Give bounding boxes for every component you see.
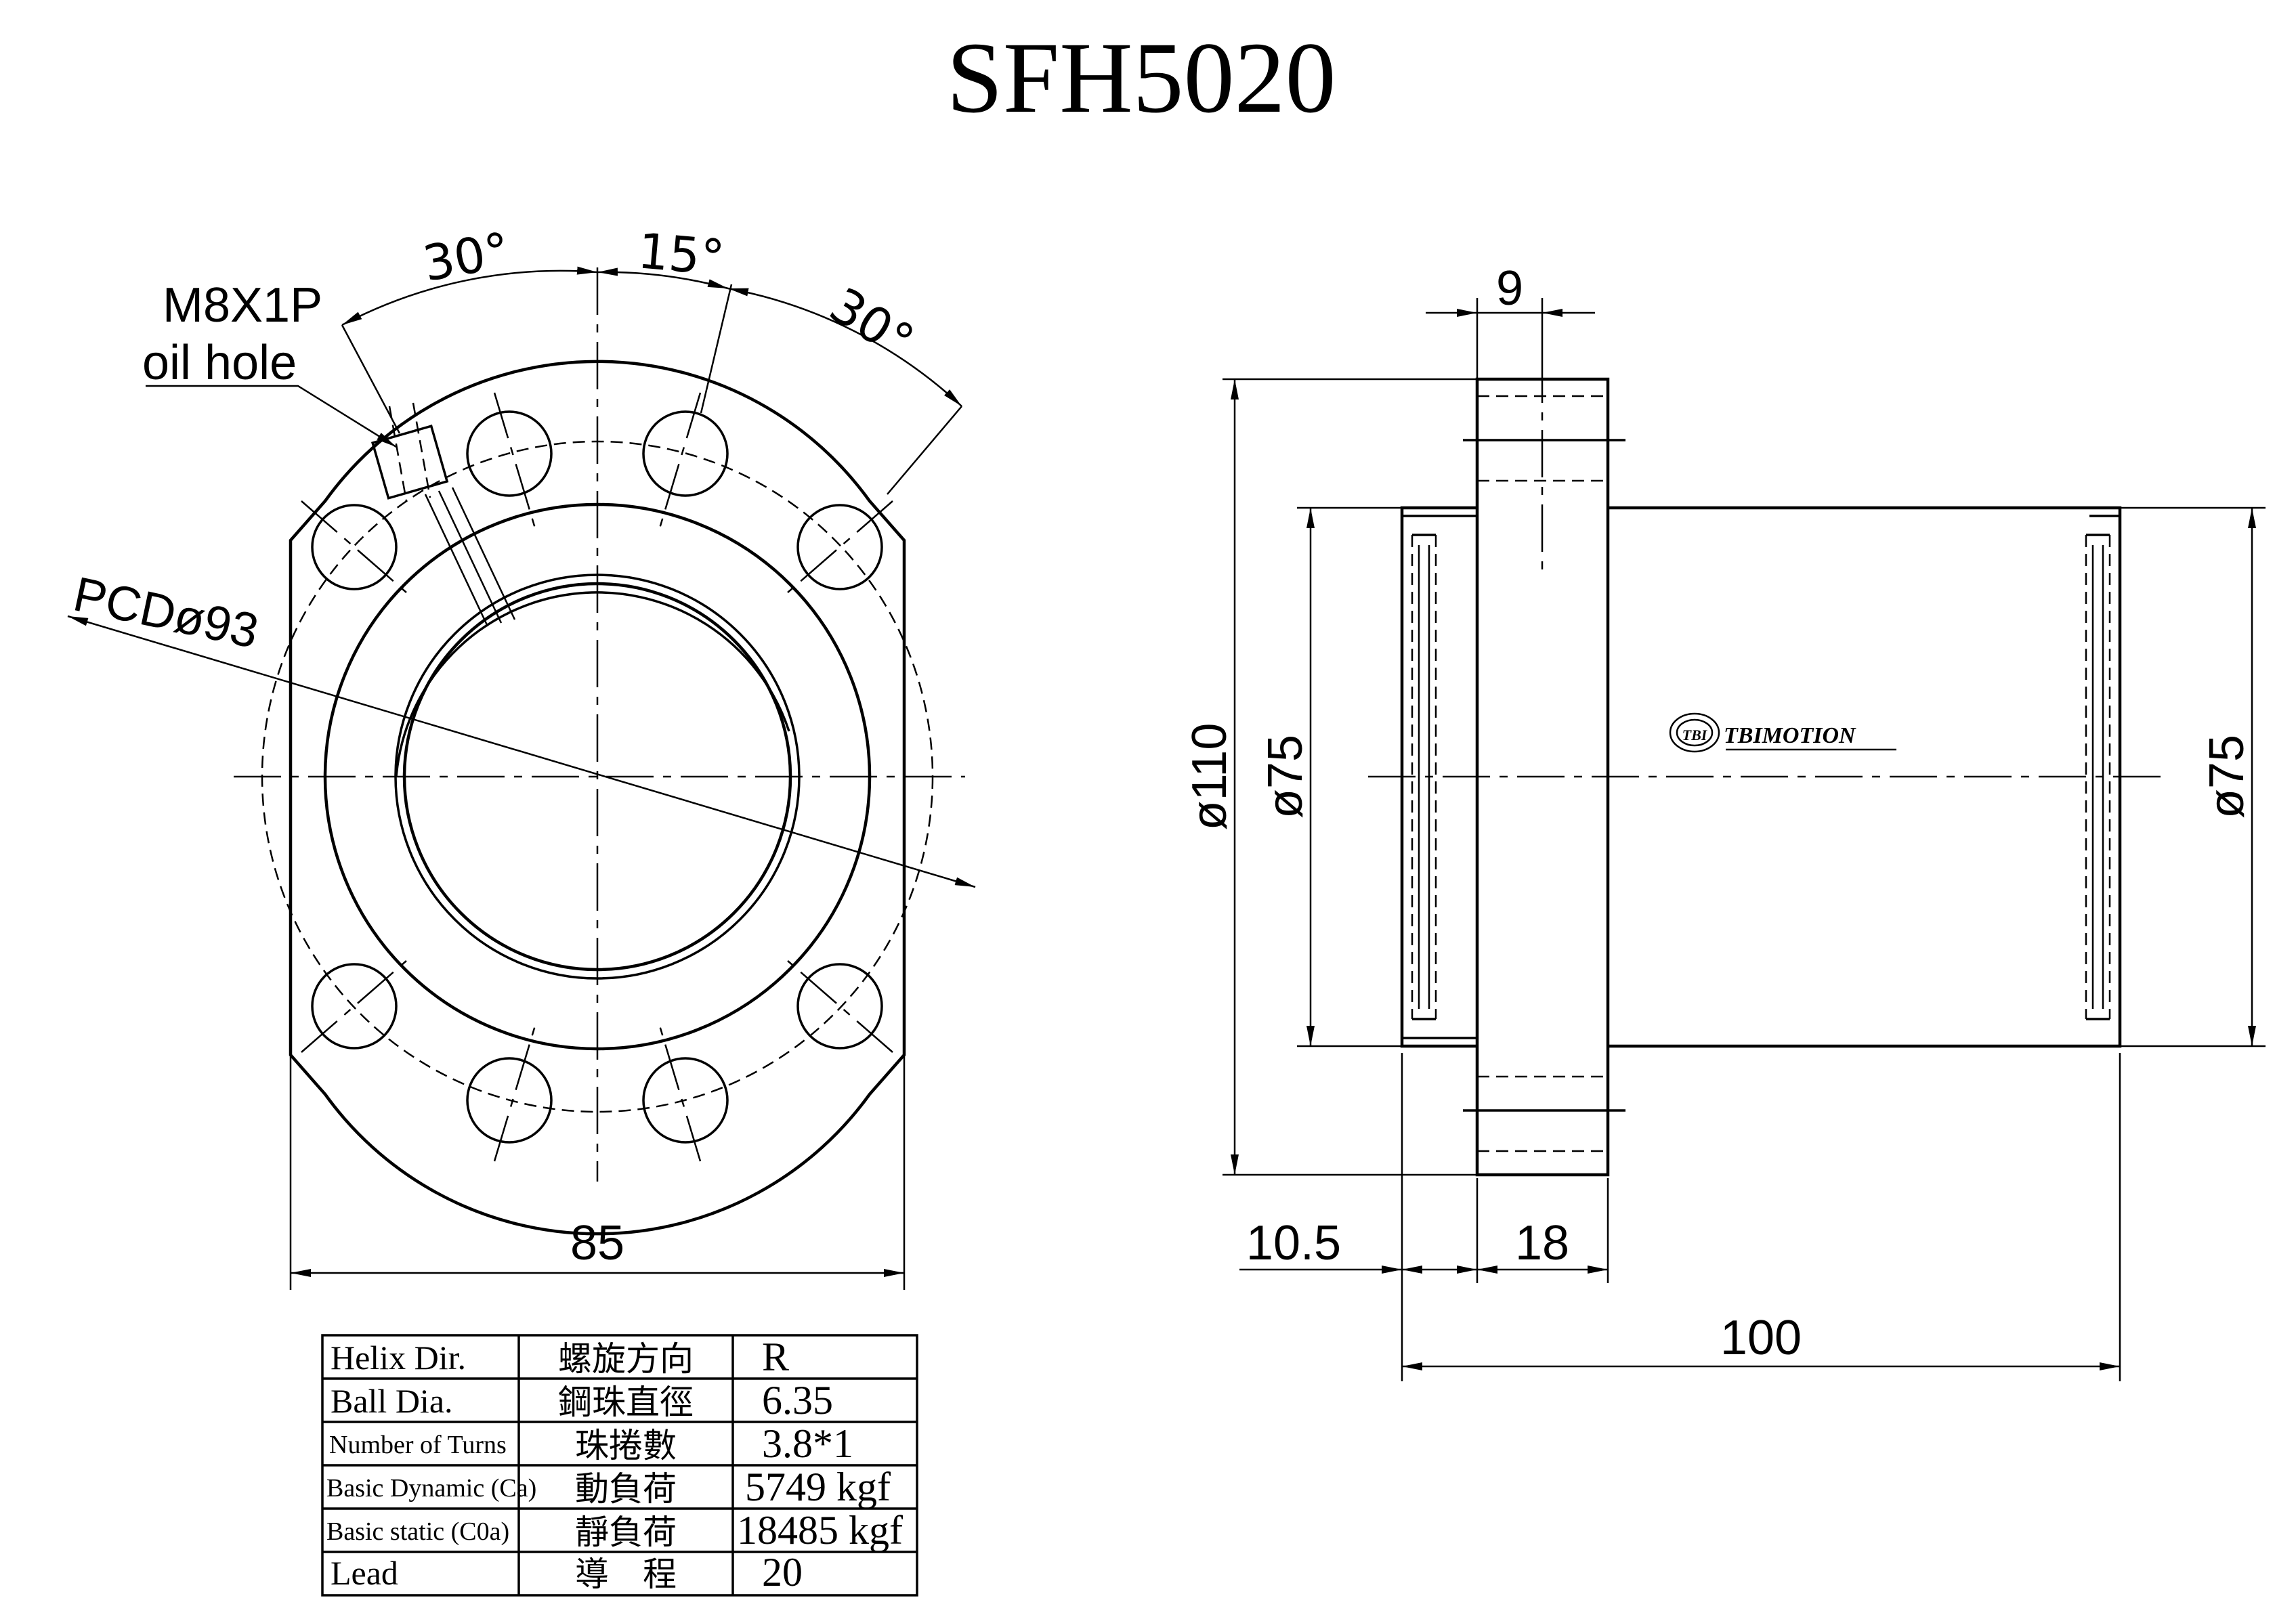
- table-row-zh: 導 程: [575, 1555, 677, 1593]
- table-row-value: 3.8*1: [762, 1421, 853, 1466]
- recess-arc: [395, 591, 790, 777]
- bolt-hole: [466, 1057, 553, 1144]
- angle-label-right: 30°: [820, 276, 924, 370]
- oil-hole-leader: [146, 385, 397, 448]
- table-row-value: 5749 kgf: [745, 1465, 891, 1509]
- body-dia-dim-label-left: ø75: [1258, 735, 1313, 819]
- logo-text: TBIMOTION: [1724, 723, 1856, 748]
- table-row-value: 20: [762, 1550, 803, 1595]
- width-dim-label: 85: [570, 1216, 624, 1270]
- drawing-title: SFH5020: [946, 22, 1336, 134]
- table-row-zh: 鋼珠直徑: [558, 1383, 694, 1421]
- spec-table: Helix Dir. 螺旋方向 R Ball Dia. 鋼珠直徑 6.35 Nu…: [321, 1334, 918, 1597]
- table-row-en: Basic static (C0a): [326, 1517, 509, 1546]
- oil-hole: [371, 402, 516, 627]
- flange-outline: [289, 360, 906, 1236]
- oil-hole-thread-label: M8X1P: [163, 278, 322, 332]
- bolt-hole: [642, 1057, 729, 1144]
- side-view: TBI TBIMOTION 9 ø110 ø75 ø75 10.: [1183, 261, 2266, 1381]
- angle-arc-15: [597, 267, 729, 290]
- bolt-hole: [311, 504, 398, 590]
- table-row-zh: 靜負荷: [575, 1513, 677, 1551]
- table-row-zh: 螺旋方向: [558, 1340, 694, 1378]
- tbimotion-logo: TBI TBIMOTION: [1669, 712, 1896, 753]
- offset-dim-label: 10.5: [1246, 1216, 1341, 1270]
- table-row-value: R: [762, 1335, 789, 1379]
- angle-label-top: 15°: [636, 222, 727, 286]
- front-view: M8X1P oil hole PCDø93 30° 15° 30° 85: [67, 221, 976, 1290]
- bolt-hole: [796, 963, 883, 1050]
- bolt-hole: [642, 410, 729, 497]
- flange-thickness-dim-label: 18: [1515, 1216, 1569, 1270]
- angle-arc-30-left: [341, 266, 598, 326]
- svg-text:TBI: TBI: [1682, 727, 1708, 743]
- table-row-en: Ball Dia.: [331, 1382, 453, 1420]
- bolt-hole: [466, 410, 553, 497]
- length-dim-label: 100: [1720, 1311, 1802, 1365]
- bolt-hole: [796, 504, 883, 590]
- table-row-en: Basic Dynamic (Ca): [326, 1474, 536, 1502]
- body-dia-dim-label-right: ø75: [2200, 735, 2254, 819]
- flange-hole-dim-label: 9: [1496, 261, 1523, 316]
- pcd-leader: [67, 615, 976, 888]
- table-row-en: Lead: [331, 1554, 398, 1592]
- bolt-holes: [311, 410, 883, 1144]
- radial-center-lines: [301, 392, 893, 1162]
- table-row-en: Helix Dir.: [331, 1339, 466, 1377]
- table-row-zh: 動負荷: [575, 1470, 677, 1508]
- angle-label-left: 30°: [419, 221, 513, 293]
- table-row-zh: 珠捲數: [575, 1427, 677, 1465]
- angle-arc-30-right: [727, 287, 962, 407]
- oil-hole-label: oil hole: [142, 336, 297, 390]
- flange-dia-dim-label: ø110: [1183, 723, 1237, 831]
- bolt-hole: [311, 963, 398, 1050]
- table-row-value: 18485 kgf: [737, 1508, 903, 1553]
- table-row-en: Number of Turns: [329, 1431, 507, 1459]
- table-row-value: 6.35: [762, 1378, 833, 1423]
